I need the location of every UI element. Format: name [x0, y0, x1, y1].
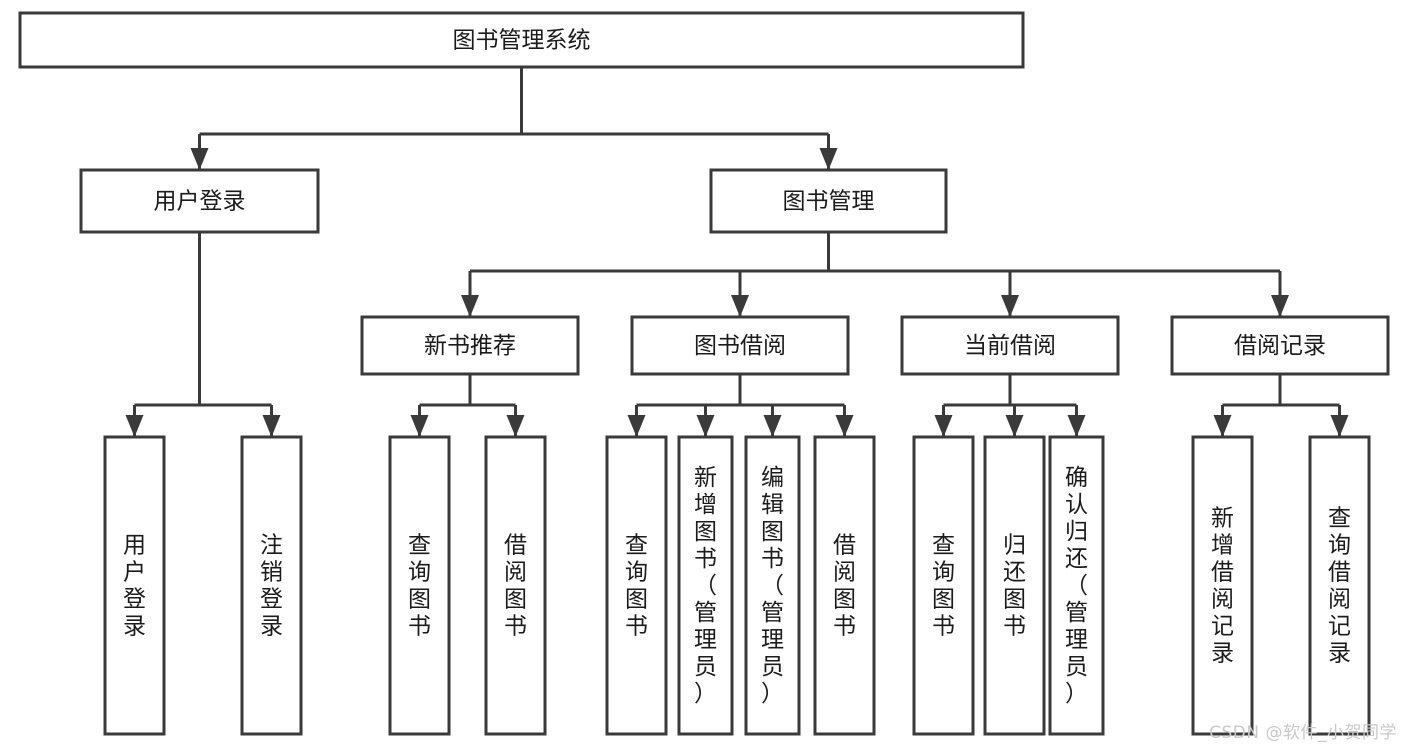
arrow-to-leaf-edit-book-admin — [763, 415, 782, 437]
arrow-to-leaf-borrow-book — [835, 415, 854, 437]
node-new-book-rec[interactable]: 新书推荐 — [360, 315, 580, 376]
node-leaf-borrow-book-label: 借阅图书 — [833, 533, 856, 640]
node-leaf-confirm-return-admin[interactable]: 确认归还（管理员） — [1048, 435, 1105, 736]
node-book-borrow-label: 图书借阅 — [694, 333, 786, 359]
arrow-to-leaf-add-book-admin — [696, 415, 715, 437]
node-leaf-borrow-book[interactable]: 借阅图书 — [813, 435, 876, 736]
node-leaf-add-book-admin-label: 新增图书（管理员） — [694, 465, 717, 707]
node-leaf-add-book-admin[interactable]: 新增图书（管理员） — [677, 435, 734, 736]
node-leaf-query-borrow-record-label: 查询借阅记录 — [1328, 506, 1351, 667]
node-leaf-user-logout[interactable]: 注销登录 — [240, 435, 303, 736]
node-book-manage[interactable]: 图书管理 — [709, 168, 948, 234]
arrow-to-current-borrow — [1001, 295, 1019, 317]
node-borrow-record-label: 借阅记录 — [1234, 333, 1326, 359]
node-leaf-edit-book-admin[interactable]: 编辑图书（管理员） — [744, 435, 801, 736]
arrow-to-leaf-confirm-return-admin — [1067, 415, 1086, 437]
arrow-to-leaf-return-book — [1005, 415, 1024, 437]
arrow-to-borrow-record — [1271, 295, 1289, 317]
node-leaf-user-login-label: 用户登录 — [123, 533, 146, 640]
node-user-login[interactable]: 用户登录 — [79, 168, 320, 234]
node-leaf-return-book[interactable]: 归还图书 — [983, 435, 1046, 736]
arrow-to-book-borrow — [731, 295, 749, 317]
node-leaf-borrow-book-rec[interactable]: 借阅图书 — [484, 435, 547, 736]
node-borrow-record[interactable]: 借阅记录 — [1170, 315, 1390, 376]
node-leaf-query-book-borrow-label: 查询图书 — [625, 533, 648, 640]
node-book-borrow[interactable]: 图书借阅 — [630, 315, 850, 376]
node-root-label: 图书管理系统 — [453, 28, 591, 54]
node-leaf-add-borrow-record-label: 新增借阅记录 — [1211, 506, 1234, 667]
node-leaf-query-book-rec-label: 查询图书 — [408, 533, 431, 640]
watermark-label: CSDN @软件_小贺同学 — [1209, 723, 1397, 743]
node-current-borrow[interactable]: 当前借阅 — [900, 315, 1120, 376]
node-user-login-label: 用户登录 — [154, 189, 246, 215]
arrow-to-leaf-user-logout — [262, 415, 281, 437]
connector-lines — [125, 67, 1349, 437]
node-leaf-add-borrow-record[interactable]: 新增借阅记录 — [1191, 435, 1254, 736]
node-leaf-user-login[interactable]: 用户登录 — [103, 435, 166, 736]
arrow-to-leaf-user-login — [125, 415, 144, 437]
node-leaf-user-logout-label: 注销登录 — [260, 533, 283, 640]
diagram-nodes: 图书管理系统用户登录图书管理新书推荐图书借阅当前借阅借阅记录用户登录注销登录查询… — [18, 11, 1390, 736]
arrow-to-leaf-query-book-borrow — [627, 415, 646, 437]
arrow-to-leaf-query-book-cur — [934, 415, 953, 437]
node-leaf-query-book-cur[interactable]: 查询图书 — [912, 435, 975, 736]
arrow-to-leaf-add-borrow-record — [1213, 415, 1232, 437]
node-root[interactable]: 图书管理系统 — [18, 11, 1025, 69]
node-leaf-query-borrow-record[interactable]: 查询借阅记录 — [1308, 435, 1371, 736]
arrow-to-book-manage — [819, 148, 838, 170]
node-leaf-query-book-borrow[interactable]: 查询图书 — [605, 435, 668, 736]
arrow-to-leaf-query-borrow-record — [1330, 415, 1349, 437]
node-leaf-edit-book-admin-label: 编辑图书（管理员） — [761, 465, 784, 707]
node-book-manage-label: 图书管理 — [783, 189, 875, 215]
node-new-book-rec-label: 新书推荐 — [424, 333, 516, 359]
node-current-borrow-label: 当前借阅 — [964, 333, 1056, 359]
arrow-to-leaf-borrow-book-rec — [506, 415, 525, 437]
arrow-to-new-book-rec — [461, 295, 479, 317]
node-leaf-borrow-book-rec-label: 借阅图书 — [504, 533, 527, 640]
arrow-to-user-login — [190, 148, 209, 170]
node-leaf-confirm-return-admin-label: 确认归还（管理员） — [1065, 465, 1088, 707]
arrow-to-leaf-query-book-rec — [410, 415, 429, 437]
node-leaf-return-book-label: 归还图书 — [1003, 533, 1026, 640]
node-leaf-query-book-rec[interactable]: 查询图书 — [388, 435, 451, 736]
node-leaf-query-book-cur-label: 查询图书 — [932, 533, 955, 640]
